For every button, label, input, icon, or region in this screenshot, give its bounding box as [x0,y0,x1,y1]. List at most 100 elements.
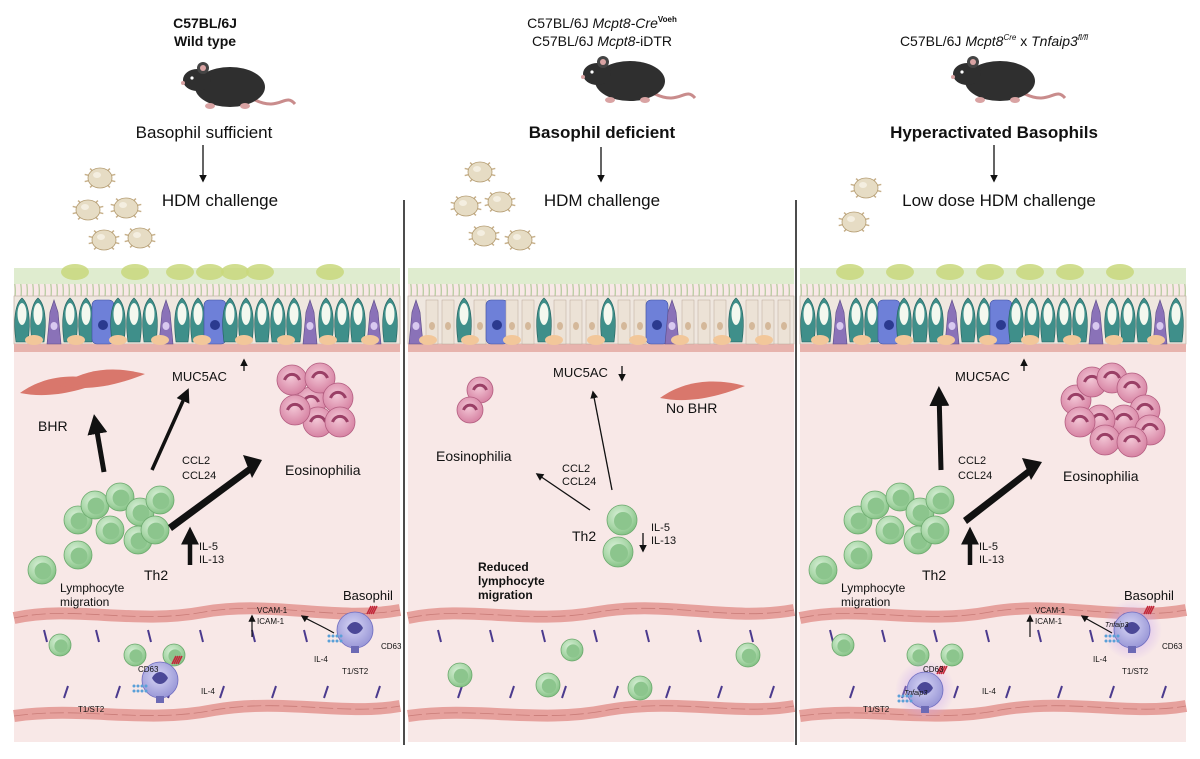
endothelium-bottom [13,705,401,717]
goblet-mucin [899,303,909,325]
basal-cell [937,335,955,345]
adhesion-molecule [43,629,48,643]
basal-cell [151,335,169,345]
eosinophil-membrane [324,406,356,438]
th2-cell [535,672,561,698]
adhesion-molecule [1057,685,1063,699]
th2-nucleus [70,547,88,565]
th2-nucleus [152,492,170,510]
p2-eosinophilia: Eosinophilia [436,448,512,464]
mucus-blob [221,264,249,280]
adhesion-molecule [147,629,152,643]
mite-body [91,229,117,251]
mucus-blob [1056,264,1084,280]
th2-nucleus [892,489,910,507]
basal-cell [419,335,437,345]
mouse-body [595,61,665,101]
th2-cell [602,536,634,568]
goblet-mucin [273,303,283,325]
mouse-ear-inner [600,59,606,65]
ciliated-nucleus [685,322,691,330]
p1-ccl2: CCL2 [182,455,210,467]
p1-icam: ICAM-1 [257,617,285,626]
goblet-mucin [1075,303,1085,325]
panel-2-labels: C57BL/6J Mcpt8-CreVoeh C57BL/6J Mcpt8-iD… [436,15,717,602]
adhesion-molecule [953,685,959,699]
dust-mite [484,191,516,213]
th2-nucleus [912,504,930,522]
mite-highlight [493,196,501,202]
adhesion-molecule [437,629,442,643]
basophil-cell [132,655,183,703]
goblet-mucin [17,303,27,325]
ciliated-nucleus [525,322,531,330]
mice-illustrations [181,56,1067,109]
p1-eosinophilia: Eosinophilia [285,462,361,478]
il4-granule [136,689,140,693]
adhesion-molecule [985,629,990,643]
th2-nucleus [610,544,628,562]
il4-granule [1116,639,1120,643]
mouse-nose [181,81,185,85]
p1-th2: Th2 [144,567,168,583]
th2-cell [27,555,57,585]
adhesion-molecule [1089,629,1094,643]
adhesion-molecule [561,685,567,699]
goblet-mucin [539,303,549,325]
mite-body [127,227,153,249]
mouse-ear-inner [200,65,206,71]
th2-nucleus [815,562,833,580]
p3-th2: Th2 [922,567,946,583]
th2-nucleus [946,649,960,663]
il4-granule [331,639,335,643]
club-cell-nucleus [836,322,844,330]
mite-body [467,161,493,183]
mite-highlight [859,182,867,188]
goblet-mucin [851,303,861,325]
eosinophil [1064,406,1096,438]
eosinophil-nucleus [286,402,304,411]
il4-granule [1108,639,1112,643]
t1st2-receptor [351,646,359,653]
adhesion-molecule [697,629,702,643]
serous-nucleus [996,320,1006,330]
mite-highlight [477,230,485,236]
dust-mite [464,161,496,183]
p2-phenotype: Basophil deficient [529,123,676,142]
ciliated-nucleus [429,322,435,330]
mouse-eye [190,76,194,80]
mite-body [471,225,497,247]
mucus-layer [408,268,794,284]
adhesion-molecule [489,629,494,643]
adhesion-molecule [1037,629,1042,643]
dust-mite [84,167,116,189]
th2-cell [735,642,761,668]
p3-vcam: VCAM-1 [1035,606,1066,615]
basal-cell [193,335,211,345]
eosinophil [276,364,308,396]
eosinophil-nucleus [1067,392,1085,401]
th2-cell [123,643,147,667]
p3-eosinophilia: Eosinophilia [1063,468,1139,484]
th2-nucleus [147,522,165,540]
p1-phenotype: Basophil sufficient [136,123,273,142]
p2-lymphocyte: lymphocyte [478,574,545,588]
cd63-marker [1149,605,1155,615]
p1-il5: IL-5 [199,541,218,553]
basophil-cell [1102,600,1162,660]
serous-nucleus [98,320,108,330]
th2-cell [48,633,72,657]
th2-nucleus [541,678,557,694]
adhesion-molecule [199,629,204,643]
mouse-paw [205,103,215,109]
mouse-nose [951,75,955,79]
mouse-paw [975,97,985,103]
p3-challenge: Low dose HDM challenge [902,191,1096,210]
p3-t1st2-bottom: T1/ST2 [863,705,890,714]
eosinophil-nucleus [1123,380,1141,389]
th2-nucleus [102,522,120,540]
p1-vcam: VCAM-1 [257,606,288,615]
p2-th2: Th2 [572,528,596,544]
il4-granule [327,639,331,643]
mouse-head [183,69,211,91]
